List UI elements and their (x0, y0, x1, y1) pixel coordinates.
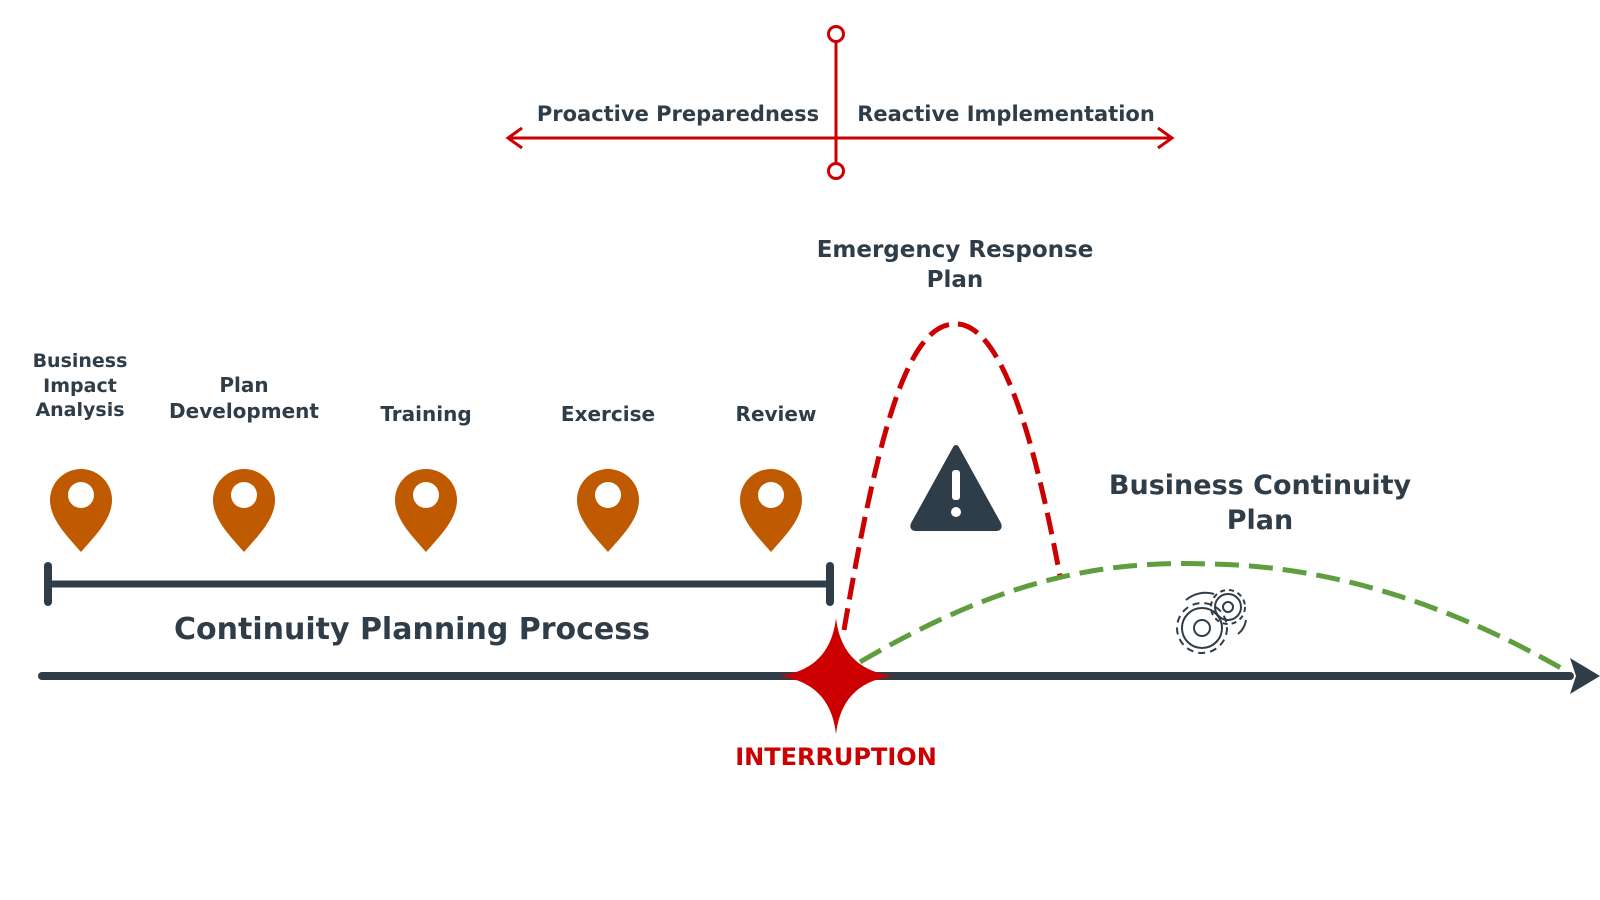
map-pin-icon (395, 469, 457, 552)
interruption-label: INTERRUPTION (735, 743, 937, 771)
map-pin-icon (213, 469, 275, 552)
map-pin-icon (740, 469, 802, 552)
right-arrowhead (1157, 126, 1175, 150)
phase-divider (505, 25, 1175, 180)
pin-hole (231, 482, 257, 508)
step-label-2: Plan Development (154, 372, 334, 424)
step-label-1-line3: Analysis (35, 399, 125, 422)
continuity-line1: Business Continuity (1108, 470, 1412, 501)
planning-bracket (44, 562, 834, 606)
step-label-4: Exercise (518, 401, 698, 427)
proactive-label: Proactive Preparedness (536, 102, 820, 126)
pin-step-5 (740, 469, 802, 552)
step-label-1: Business Impact Analysis (0, 349, 170, 423)
gears-icon (1176, 589, 1247, 654)
step-label-2-line1: Plan (219, 373, 269, 397)
warning-dot (951, 507, 961, 517)
warning-triangle-icon (910, 445, 1002, 531)
step-label-1-line1: Business (32, 350, 128, 372)
reactive-label: Reactive Implementation (857, 102, 1155, 126)
step-label-4-line1: Exercise (560, 402, 656, 426)
pin-step-4 (577, 469, 639, 552)
business-continuity-label: Business Continuity Plan (1080, 468, 1440, 538)
pin-hole (595, 482, 621, 508)
continuity-line2: Plan (1226, 505, 1294, 537)
map-pin-icon (577, 469, 639, 552)
pin-hole (68, 482, 94, 508)
pin-hole (413, 482, 439, 508)
pin-step-2 (213, 469, 275, 552)
top-circle (827, 25, 845, 43)
pin-hole (758, 482, 784, 508)
emergency-response-curve (841, 321, 1063, 631)
four-point-star-icon (778, 618, 894, 734)
bottom-circle (827, 162, 845, 180)
step-label-5: Review (686, 401, 866, 427)
emergency-line2: Plan (926, 266, 984, 293)
emergency-response-label: Emergency Response Plan (780, 236, 1130, 296)
step-label-3: Training (336, 401, 516, 427)
process-label: Continuity Planning Process (174, 612, 650, 647)
step-label-5-line1: Review (735, 402, 817, 426)
step-label-3-line1: Training (380, 402, 472, 426)
warning-bar (952, 470, 960, 500)
map-pin-icon (50, 469, 112, 552)
pin-step-1 (50, 469, 112, 552)
step-label-2-line2: Development (169, 399, 319, 423)
pin-step-3 (395, 469, 457, 552)
timeline-arrowhead (1570, 658, 1600, 694)
business-continuity-curve (858, 561, 1570, 675)
emergency-line1: Emergency Response (816, 237, 1094, 263)
left-arrowhead (505, 126, 523, 150)
step-label-1-line2: Impact (43, 374, 117, 397)
